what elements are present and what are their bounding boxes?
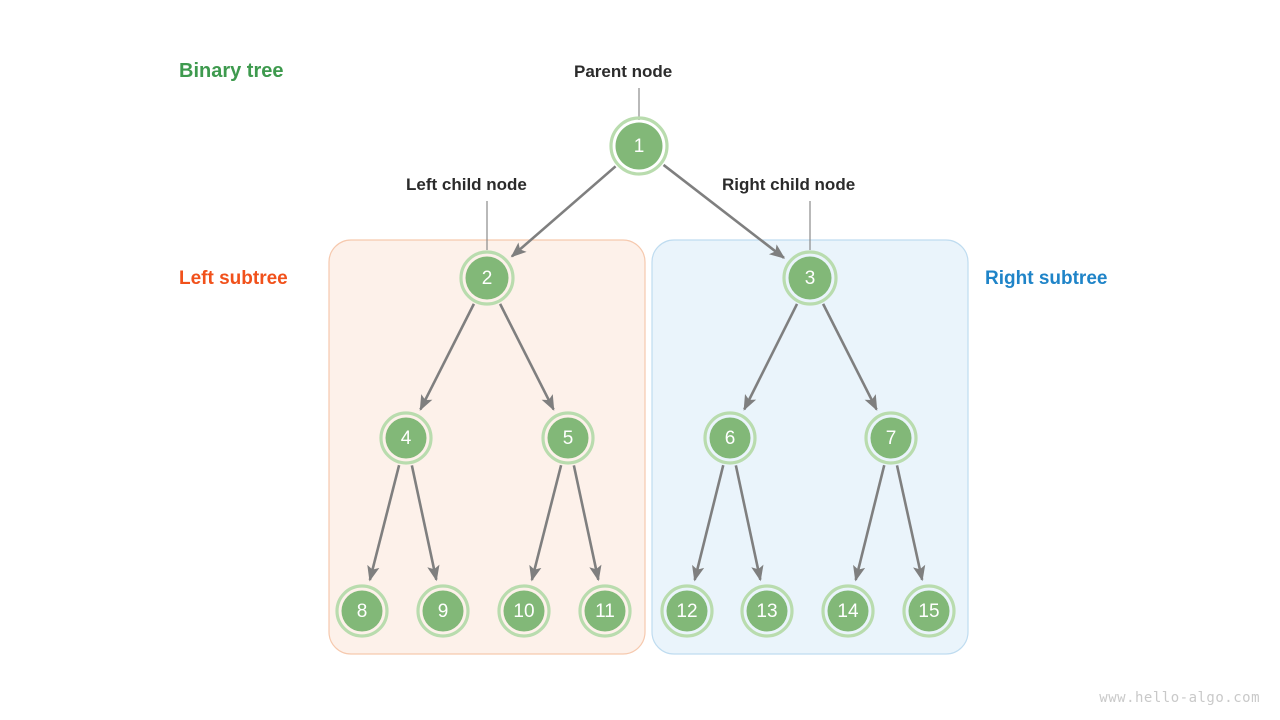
right-subtree-label: Right subtree <box>985 268 1108 289</box>
tree-edge-1-to-3 <box>662 163 786 259</box>
tree-node-12[interactable] <box>666 590 708 632</box>
tree-edge-4-to-8 <box>367 464 401 582</box>
tree-node-ring-1 <box>609 116 669 176</box>
annotation-leader-layer <box>486 88 811 250</box>
subtree-box-layer <box>328 239 969 655</box>
tree-edge-5-to-10 <box>529 464 563 582</box>
right-child-node-label: Right child node <box>722 175 856 194</box>
tree-node-10[interactable] <box>503 590 545 632</box>
site-watermark: www.hello-algo.com <box>1099 690 1260 706</box>
tree-node-layer <box>335 116 956 638</box>
tree-edge-3-to-7 <box>821 303 878 411</box>
tree-edge-2-to-4 <box>419 303 476 411</box>
tree-node-ring-12 <box>660 584 714 638</box>
tree-edge-2-to-5 <box>498 303 555 411</box>
tree-node-ring-9 <box>416 584 470 638</box>
tree-node-ring-2 <box>459 250 515 306</box>
tree-edge-7-to-15 <box>895 465 926 582</box>
tree-node-2[interactable] <box>465 256 509 300</box>
tree-node-ring-13 <box>740 584 794 638</box>
tree-node-5[interactable] <box>547 417 589 459</box>
page-title: Binary tree <box>179 60 284 82</box>
tree-node-ring-11 <box>578 584 632 638</box>
left-child-node-label: Left child node <box>406 175 527 194</box>
parent-node-label: Parent node <box>574 62 673 81</box>
tree-edge-4-to-9 <box>410 465 440 582</box>
tree-node-ring-7 <box>864 411 918 465</box>
tree-edge-3-to-6 <box>743 303 799 411</box>
tree-node-14[interactable] <box>827 590 869 632</box>
tree-node-4[interactable] <box>385 417 427 459</box>
tree-node-9[interactable] <box>422 590 464 632</box>
tree-node-ring-10 <box>497 584 551 638</box>
left-subtree-label: Left subtree <box>179 268 288 289</box>
right-subtree-box <box>651 239 969 655</box>
tree-node-ring-15 <box>902 584 956 638</box>
tree-node-13[interactable] <box>746 590 788 632</box>
tree-edge-5-to-11 <box>572 465 602 582</box>
tree-node-ring-3 <box>782 250 838 306</box>
tree-edge-1-to-2 <box>510 165 617 258</box>
tree-edge-7-to-14 <box>853 464 886 582</box>
tree-edge-6-to-12 <box>692 464 725 582</box>
tree-node-6[interactable] <box>709 417 751 459</box>
tree-node-ring-8 <box>335 584 389 638</box>
tree-node-ring-14 <box>821 584 875 638</box>
tree-node-8[interactable] <box>341 590 383 632</box>
tree-node-ring-4 <box>379 411 433 465</box>
tree-node-ring-5 <box>541 411 595 465</box>
tree-node-1[interactable] <box>615 122 663 170</box>
tree-edge-6-to-13 <box>734 465 764 582</box>
tree-edge-layer <box>367 163 926 582</box>
tree-node-3[interactable] <box>788 256 832 300</box>
tree-node-7[interactable] <box>870 417 912 459</box>
tree-node-15[interactable] <box>908 590 950 632</box>
tree-node-11[interactable] <box>584 590 626 632</box>
tree-node-ring-6 <box>703 411 757 465</box>
